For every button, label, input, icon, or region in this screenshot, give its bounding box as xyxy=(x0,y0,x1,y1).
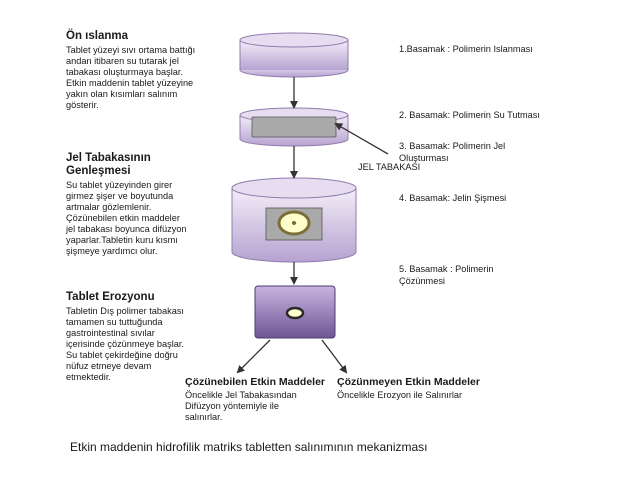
soluble-title: Çözünebilen Etkin Maddeler xyxy=(185,376,326,388)
gel-layer-band xyxy=(251,116,337,138)
gel-layer-pointer xyxy=(334,123,389,155)
step-5: 5. Basamak : Polimerin Çözünmesi xyxy=(399,264,494,286)
dry-tablet xyxy=(239,32,349,78)
eroding-core xyxy=(285,306,305,320)
insoluble-title: Çözünmeyen Etkin Maddeler xyxy=(337,376,480,388)
step-3: 3. Basamak: Polimerin Jel Oluşturması xyxy=(399,141,506,163)
hydration-description: Tablet yüzeyi sıvı ortama battığı andan … xyxy=(66,45,196,111)
flow-arrows xyxy=(236,77,389,374)
eroding-tablet xyxy=(254,285,336,339)
arrow-to-insoluble xyxy=(321,339,348,374)
erosion-description: Tabletin Dış polimer tabakası tamamen su… xyxy=(66,306,184,383)
step-4: 4. Basamak: Jelin Şişmesi xyxy=(399,193,507,203)
insoluble-description: Öncelikle Erozyon ile Salınırlar xyxy=(337,390,463,400)
swelling-description: Su tablet yüzeyinden girer girmez şişer … xyxy=(66,180,187,257)
arrow-to-soluble xyxy=(236,339,271,374)
gel-forming-tablet xyxy=(239,107,349,147)
swelling-title: Jel Tabakasının Genleşmesi xyxy=(66,152,151,178)
hydration-title: Ön ıslanma xyxy=(66,30,128,42)
figure-caption: Etkin maddenin hidrofilik matriks tablet… xyxy=(70,440,428,454)
step-2: 2. Basamak: Polimerin Su Tutması xyxy=(399,110,540,120)
erosion-title: Tablet Erozyonu xyxy=(66,291,155,303)
gel-layer-label: JEL TABAKASI xyxy=(358,162,421,172)
step-1: 1.Basamak : Polimerin Islanması xyxy=(399,44,533,54)
soluble-description: Öncelikle Jel Tabakasından Difüzyon yönt… xyxy=(185,390,297,423)
swollen-tablet xyxy=(231,177,357,263)
